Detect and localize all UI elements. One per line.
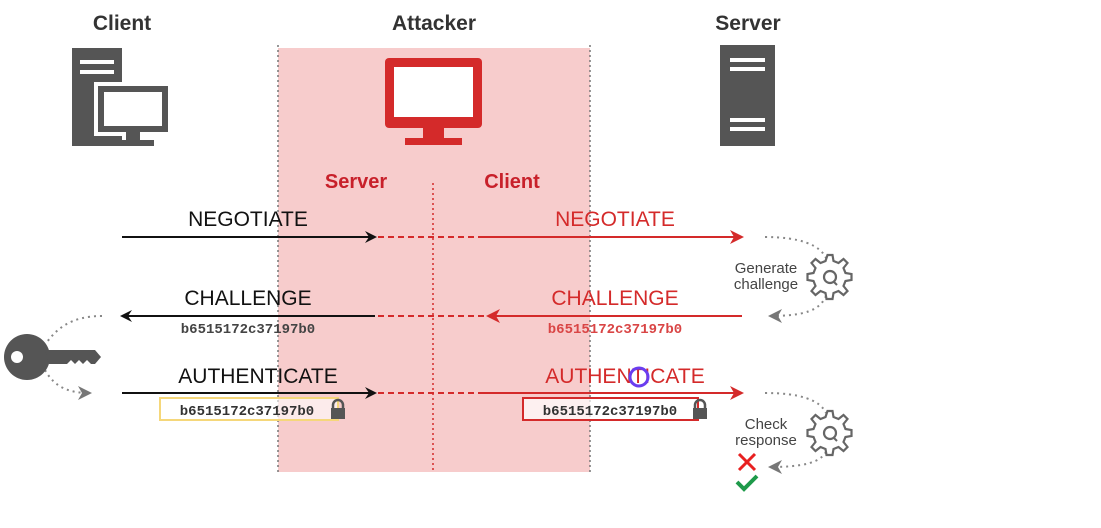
authenticate-message: AUTHENTICATE b6515172c37197b0 AUTHENTICA…	[122, 365, 744, 421]
lock-icon	[331, 398, 345, 419]
attacker-server-role: Server	[325, 171, 387, 193]
cross-icon	[737, 452, 757, 472]
check-note-line2: response	[735, 432, 797, 449]
server-header: Server	[715, 12, 780, 35]
desktop-computer-icon	[72, 48, 172, 146]
client-header: Client	[93, 12, 151, 35]
gear-icon	[806, 409, 853, 457]
negotiate-message: NEGOTIATE NEGOTIATE	[122, 208, 744, 244]
negotiate-label-attacker: NEGOTIATE	[555, 208, 675, 231]
challenge-message: CHALLENGE b6515172c37197b0 CHALLENGE b65…	[120, 287, 742, 338]
cursor-marker-icon	[628, 366, 650, 388]
attacker-client-role: Client	[484, 171, 540, 193]
challenge-value-client: b6515172c37197b0	[181, 322, 315, 338]
check-loop-bottom	[768, 451, 827, 474]
challenge-value-attacker: b6515172c37197b0	[548, 322, 682, 338]
server-loop-bottom	[768, 295, 827, 323]
challenge-label-attacker: CHALLENGE	[551, 287, 678, 310]
attacker-header: Attacker	[392, 12, 476, 35]
key-loop-bottom	[44, 369, 92, 400]
generate-note-line1: Generate	[735, 260, 798, 277]
key-icon	[4, 334, 101, 380]
key-loop-top	[44, 315, 103, 346]
response-value-client: b6515172c37197b0	[180, 404, 314, 420]
authenticate-label-client: AUTHENTICATE	[178, 365, 337, 388]
check-loop-top	[764, 392, 827, 414]
server-tower-icon	[720, 45, 775, 146]
gear-icon	[806, 253, 853, 301]
challenge-label-client: CHALLENGE	[184, 287, 311, 310]
check-icon	[735, 474, 759, 492]
response-value-attacker: b6515172c37197b0	[543, 404, 677, 420]
server-loop-top	[764, 236, 827, 259]
check-note-line1: Check	[745, 416, 788, 433]
authenticate-label-attacker: AUTHENTICATE	[545, 365, 704, 388]
negotiate-label-client: NEGOTIATE	[188, 208, 308, 231]
lock-icon	[693, 398, 707, 419]
generate-note-line2: challenge	[734, 276, 798, 293]
monitor-icon	[385, 58, 482, 145]
